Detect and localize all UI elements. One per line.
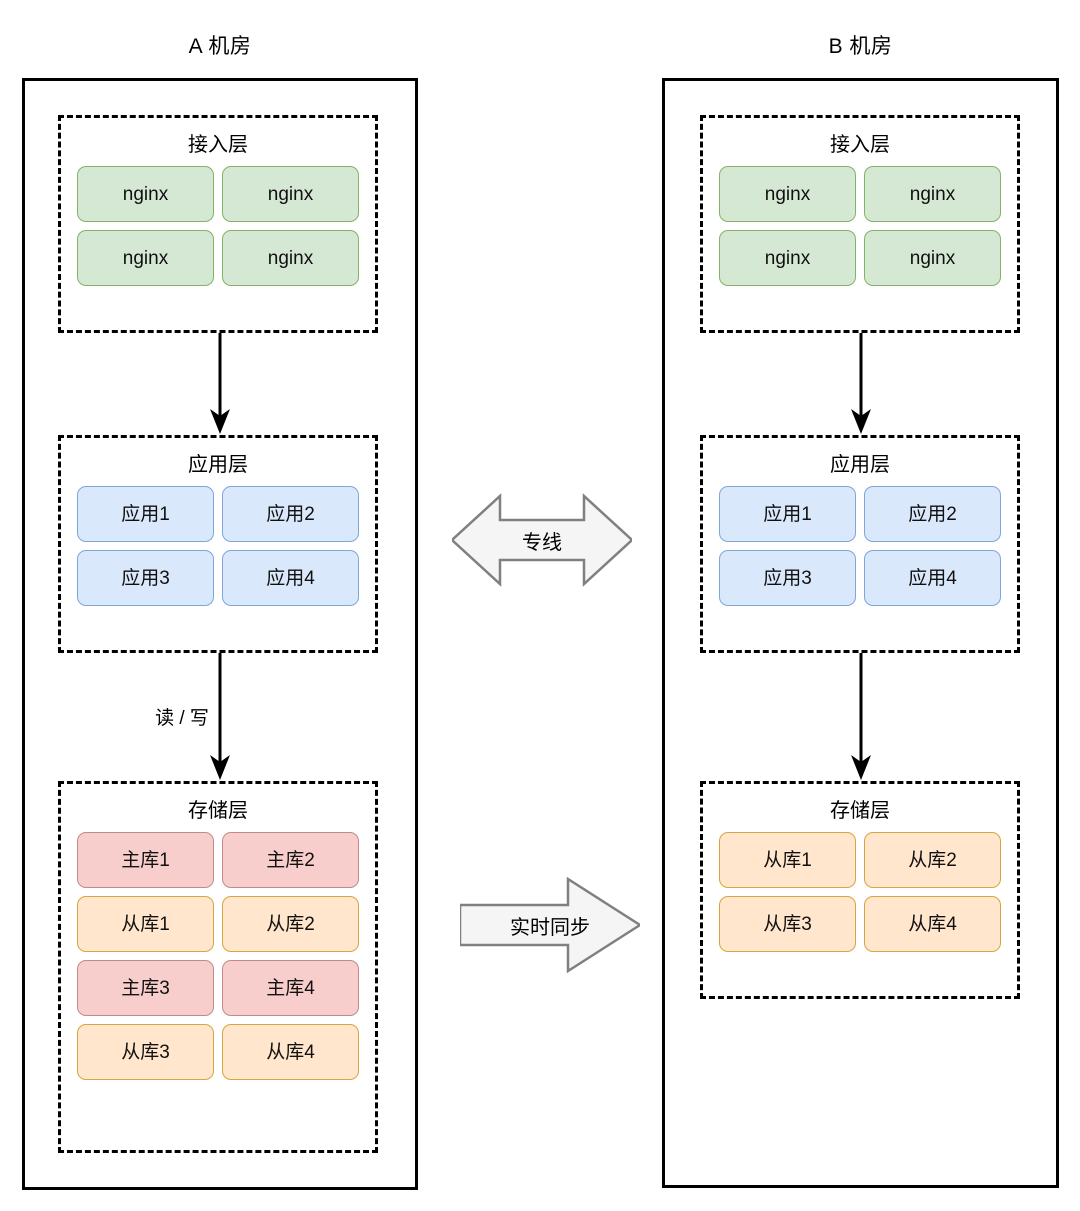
right-app-layer-title: 应用层 (830, 454, 890, 476)
right-app-layer: 应用层 应用1 应用2 应用3 应用4 (700, 435, 1020, 653)
left-arrow-app-to-storage (205, 653, 235, 781)
left-storage-layer: 存储层 主库1 主库2 从库1 从库2 主库3 主库4 从库3 从库4 (58, 781, 378, 1153)
right-storage-layer: 存储层 从库1 从库2 从库3 从库4 (700, 781, 1020, 999)
left-storage-layer-title: 存储层 (188, 800, 248, 822)
node-master-4[interactable]: 主库4 (222, 960, 359, 1016)
right-arrow-access-to-app (846, 333, 876, 435)
node-app-3[interactable]: 应用3 (77, 550, 214, 606)
node-nginx[interactable]: nginx (719, 166, 856, 222)
realtime-sync-arrow: 实时同步 (460, 875, 640, 975)
left-storage-layer-nodes: 主库1 主库2 从库1 从库2 主库3 主库4 从库3 从库4 (77, 832, 359, 1080)
left-arrow-access-to-app (205, 333, 235, 435)
node-nginx[interactable]: nginx (864, 230, 1001, 286)
node-slave-2[interactable]: 从库2 (222, 896, 359, 952)
node-slave-3[interactable]: 从库3 (719, 896, 856, 952)
node-slave-4[interactable]: 从库4 (222, 1024, 359, 1080)
node-master-3[interactable]: 主库3 (77, 960, 214, 1016)
node-app-1[interactable]: 应用1 (77, 486, 214, 542)
node-master-1[interactable]: 主库1 (77, 832, 214, 888)
node-nginx[interactable]: nginx (77, 230, 214, 286)
right-arrow-app-to-storage (846, 653, 876, 781)
node-app-4[interactable]: 应用4 (222, 550, 359, 606)
left-access-layer-title: 接入层 (188, 134, 248, 156)
node-app-4[interactable]: 应用4 (864, 550, 1001, 606)
node-slave-1[interactable]: 从库1 (77, 896, 214, 952)
dedicated-line-arrow: 专线 (452, 490, 632, 590)
right-storage-layer-nodes: 从库1 从库2 从库3 从库4 (719, 832, 1001, 952)
node-master-2[interactable]: 主库2 (222, 832, 359, 888)
node-app-2[interactable]: 应用2 (222, 486, 359, 542)
datacenter-a-title: A 机房 (188, 35, 252, 58)
datacenter-b-title: B 机房 (828, 35, 893, 58)
node-slave-3[interactable]: 从库3 (77, 1024, 214, 1080)
left-access-layer: 接入层 nginx nginx nginx nginx (58, 115, 378, 333)
left-app-layer-nodes: 应用1 应用2 应用3 应用4 (77, 486, 359, 606)
node-nginx[interactable]: nginx (222, 230, 359, 286)
left-edge-label-read-write: 读 / 写 (155, 708, 209, 729)
right-access-layer-nodes: nginx nginx nginx nginx (719, 166, 1001, 286)
node-slave-1[interactable]: 从库1 (719, 832, 856, 888)
node-nginx[interactable]: nginx (222, 166, 359, 222)
node-app-2[interactable]: 应用2 (864, 486, 1001, 542)
node-app-1[interactable]: 应用1 (719, 486, 856, 542)
left-access-layer-nodes: nginx nginx nginx nginx (77, 166, 359, 286)
node-slave-4[interactable]: 从库4 (864, 896, 1001, 952)
left-app-layer-title: 应用层 (188, 454, 248, 476)
right-app-layer-nodes: 应用1 应用2 应用3 应用4 (719, 486, 1001, 606)
right-access-layer: 接入层 nginx nginx nginx nginx (700, 115, 1020, 333)
left-app-layer: 应用层 应用1 应用2 应用3 应用4 (58, 435, 378, 653)
node-app-3[interactable]: 应用3 (719, 550, 856, 606)
node-nginx[interactable]: nginx (719, 230, 856, 286)
right-storage-layer-title: 存储层 (830, 800, 890, 822)
node-nginx[interactable]: nginx (864, 166, 1001, 222)
node-slave-2[interactable]: 从库2 (864, 832, 1001, 888)
right-access-layer-title: 接入层 (830, 134, 890, 156)
node-nginx[interactable]: nginx (77, 166, 214, 222)
